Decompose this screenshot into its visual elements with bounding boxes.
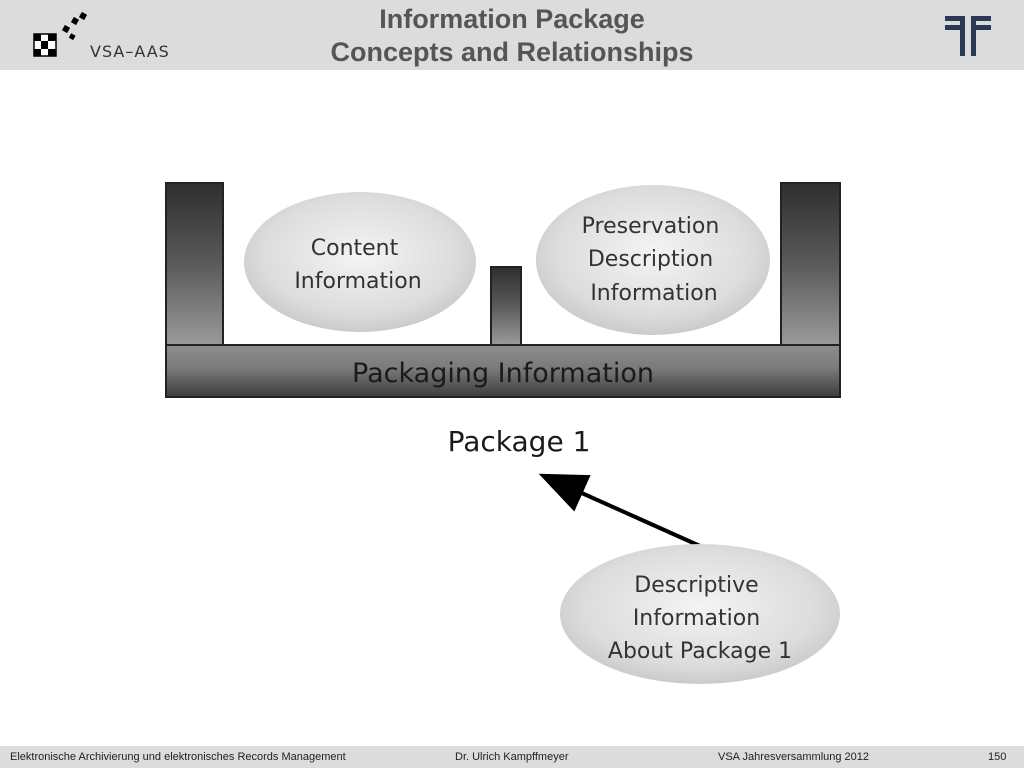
package-label: Package 1 bbox=[448, 425, 591, 458]
packaging-information-bar bbox=[165, 344, 841, 398]
pdi-ellipse bbox=[536, 185, 770, 335]
slide-header: VSA–AAS Information Package Concepts and… bbox=[0, 0, 1024, 70]
title-line-2: Concepts and Relationships bbox=[330, 37, 694, 67]
content-information-ellipse bbox=[244, 192, 476, 332]
descriptive-information-label: Descriptive Information About Package 1 bbox=[608, 573, 792, 664]
footer-event: VSA Jahresversammlung 2012 bbox=[718, 751, 870, 763]
vsa-aas-logo: VSA–AAS bbox=[30, 10, 170, 65]
page-number: 150 bbox=[988, 751, 1007, 763]
content-information-label: Content Information bbox=[294, 236, 421, 294]
center-post bbox=[490, 266, 522, 346]
title-line-1: Information Package bbox=[379, 4, 645, 34]
slide-footer: Elektronische Archivierung und elektroni… bbox=[0, 746, 1024, 768]
pdi-label: Preservation Description Information bbox=[582, 214, 727, 306]
footer-course-title: Elektronische Archivierung und elektroni… bbox=[10, 751, 346, 763]
left-post bbox=[165, 182, 224, 346]
descriptive-information-ellipse bbox=[560, 544, 840, 684]
footer-author: Dr. Ulrich Kampffmeyer bbox=[455, 751, 569, 763]
logo-text: VSA–AAS bbox=[90, 42, 170, 61]
page-title: Information Package Concepts and Relatio… bbox=[0, 3, 1024, 69]
descriptive-arrow bbox=[538, 473, 701, 548]
packaging-information-label: Packaging Information bbox=[352, 358, 654, 389]
right-post bbox=[780, 182, 841, 346]
brand-logo-icon bbox=[940, 14, 996, 58]
